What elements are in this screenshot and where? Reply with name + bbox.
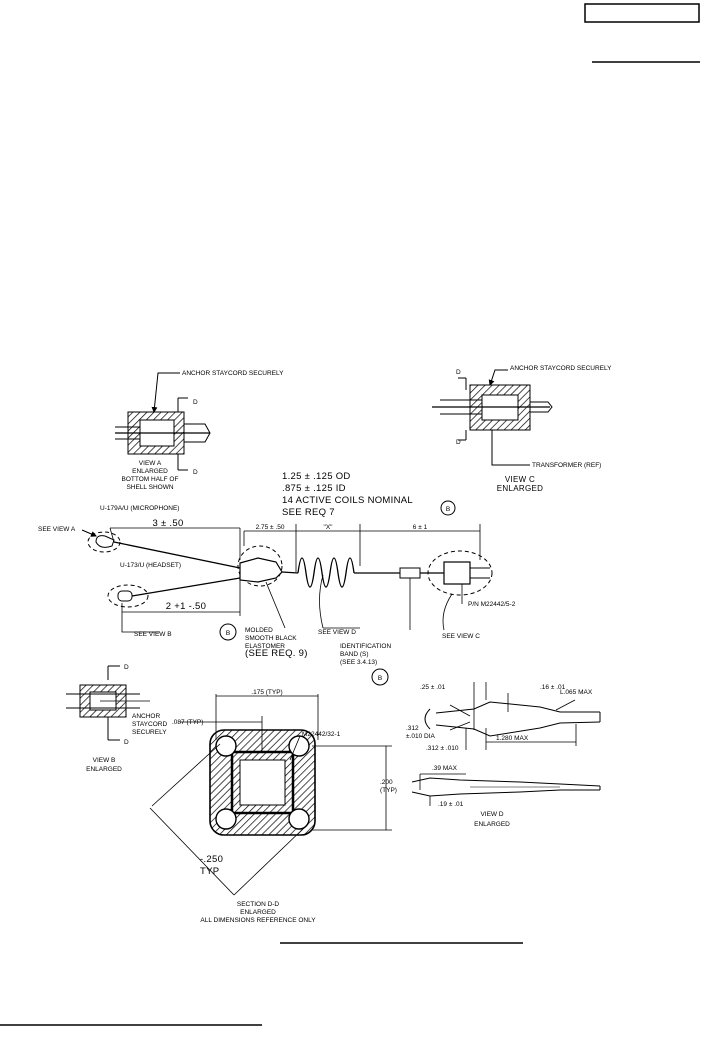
id-band-1: IDENTIFICATION bbox=[340, 643, 391, 650]
id-band-2: BAND (S) bbox=[340, 651, 369, 658]
view-d-dim-312: .312 bbox=[406, 725, 419, 732]
cord-assembly: U-179A/U (MICROPHONE) SEE VIEW A 3 ± .50… bbox=[38, 505, 516, 686]
coil-rev: B bbox=[446, 506, 450, 513]
rev-c: B bbox=[378, 675, 382, 682]
view-a-cut-top: D bbox=[193, 399, 198, 406]
view-b-cut-bottom: D bbox=[124, 739, 129, 746]
view-c: ANCHOR STAYCORD SECURELY D D TRANSFORMER… bbox=[432, 365, 612, 493]
view-a-caption-1: VIEW A bbox=[139, 460, 162, 467]
revision-circle bbox=[440, 500, 456, 516]
dim-mic: 3 ± .50 bbox=[152, 518, 183, 529]
molded-1: MOLDED bbox=[245, 627, 273, 634]
view-c-cut-top: D bbox=[456, 369, 461, 376]
view-a-caption-4: SHELL SHOWN bbox=[126, 484, 173, 491]
view-d-dim-1280: 1.280 MAX bbox=[496, 735, 529, 742]
view-d-caption-2: ENLARGED bbox=[474, 821, 510, 828]
view-d-dim-312b: .312 ± .010 bbox=[426, 745, 459, 752]
section-dim-175: .175 (TYP) bbox=[251, 689, 282, 696]
molded-2: SMOOTH BLACK bbox=[245, 635, 297, 642]
view-c-cut-bottom: D bbox=[456, 439, 461, 446]
section-dim-250-typ: TYP bbox=[200, 866, 219, 877]
see-view-d-label: SEE VIEW D bbox=[318, 629, 356, 636]
dim-6: 6 ± 1 bbox=[413, 524, 428, 531]
coil-note: 1.25 ± .125 OD .875 ± .125 ID 14 ACTIVE … bbox=[282, 471, 456, 518]
section-dim-087: .087 (TYP) bbox=[172, 719, 203, 726]
coil-count: 14 ACTIVE COILS NOMINAL bbox=[282, 495, 413, 506]
microphone-label: U-179A/U (MICROPHONE) bbox=[100, 505, 179, 512]
view-d-dim-065: L.065 MAX bbox=[560, 689, 593, 696]
section-dim-200: .200 bbox=[380, 779, 393, 786]
section-caption-1: SECTION D-D bbox=[237, 901, 280, 908]
section-dim-250: -.250 bbox=[200, 854, 223, 865]
molded-3: ELASTOMER bbox=[245, 643, 285, 650]
view-a-caption-3: BOTTOM HALF OF bbox=[122, 476, 179, 483]
view-c-caption-1: VIEW C bbox=[505, 475, 535, 484]
view-a-callout: ANCHOR STAYCORD SECURELY bbox=[182, 370, 284, 377]
section-caption-2: ENLARGED bbox=[240, 909, 276, 916]
id-band-3: (SEE 3.4.13) bbox=[340, 659, 377, 666]
view-b-caption-1: VIEW B bbox=[93, 757, 116, 764]
header-box bbox=[584, 3, 700, 23]
view-b-callout-2: STAYCORD bbox=[132, 721, 167, 728]
section-dim-200-typ: (TYP) bbox=[380, 787, 397, 794]
see-view-b-label: SEE VIEW B bbox=[134, 631, 172, 638]
view-a: ANCHOR STAYCORD SECURELY D D VIEW A ENLA… bbox=[115, 370, 284, 491]
view-c-caption-2: ENLARGED bbox=[497, 484, 543, 493]
view-b-cut-top: D bbox=[124, 664, 129, 671]
coil-req: SEE REQ 7 bbox=[282, 507, 335, 518]
see-view-a-label: SEE VIEW A bbox=[38, 526, 76, 533]
molded-4: (SEE REQ. 9) bbox=[245, 648, 308, 659]
view-d-dim-25: .25 ± .01 bbox=[420, 684, 446, 691]
view-d-caption-1: VIEW D bbox=[480, 811, 503, 818]
see-view-c-label: SEE VIEW C bbox=[442, 633, 480, 640]
dim-2: 2 +1 -.50 bbox=[166, 601, 206, 612]
view-a-caption-2: ENLARGED bbox=[132, 468, 168, 475]
view-d: .25 ± .01 .16 ± .01 L.065 MAX .312 ±.010… bbox=[406, 682, 601, 828]
pn-label: P/N M22442/5-2 bbox=[468, 601, 516, 608]
coil-od: 1.25 ± .125 OD bbox=[282, 471, 351, 482]
view-b-callout-3: SECURELY bbox=[132, 729, 167, 736]
headset-label: U-173/U (HEADSET) bbox=[120, 562, 181, 569]
section-dd: .175 (TYP) .087 (TYP) M22442/32-1 .200 (… bbox=[149, 689, 397, 924]
section-caption-3: ALL DIMENSIONS REFERENCE ONLY bbox=[200, 917, 316, 924]
view-a-cut-bottom: D bbox=[193, 469, 198, 476]
view-b-callout-1: ANCHOR bbox=[132, 713, 160, 720]
section-part: M22442/32-1 bbox=[302, 731, 341, 738]
view-b-caption-2: ENLARGED bbox=[86, 766, 122, 773]
view-c-callout: ANCHOR STAYCORD SECURELY bbox=[510, 365, 612, 372]
dim-275: 2.75 ± .50 bbox=[256, 524, 285, 531]
view-d-dim-312-dia: ±.010 DIA bbox=[406, 733, 436, 740]
view-d-dim-39: .39 MAX bbox=[432, 765, 458, 772]
dim-x: "X" bbox=[324, 524, 334, 531]
view-d-dim-16: .16 ± .01 bbox=[540, 684, 566, 691]
view-b: D D ANCHOR STAYCORD SECURELY VIEW B ENLA… bbox=[66, 664, 167, 773]
view-d-dim-19: .19 ± .01 bbox=[438, 801, 464, 808]
coil-id: .875 ± .125 ID bbox=[282, 483, 346, 494]
rev-b: B bbox=[226, 630, 230, 637]
view-c-transformer: TRANSFORMER (REF) bbox=[532, 462, 601, 469]
